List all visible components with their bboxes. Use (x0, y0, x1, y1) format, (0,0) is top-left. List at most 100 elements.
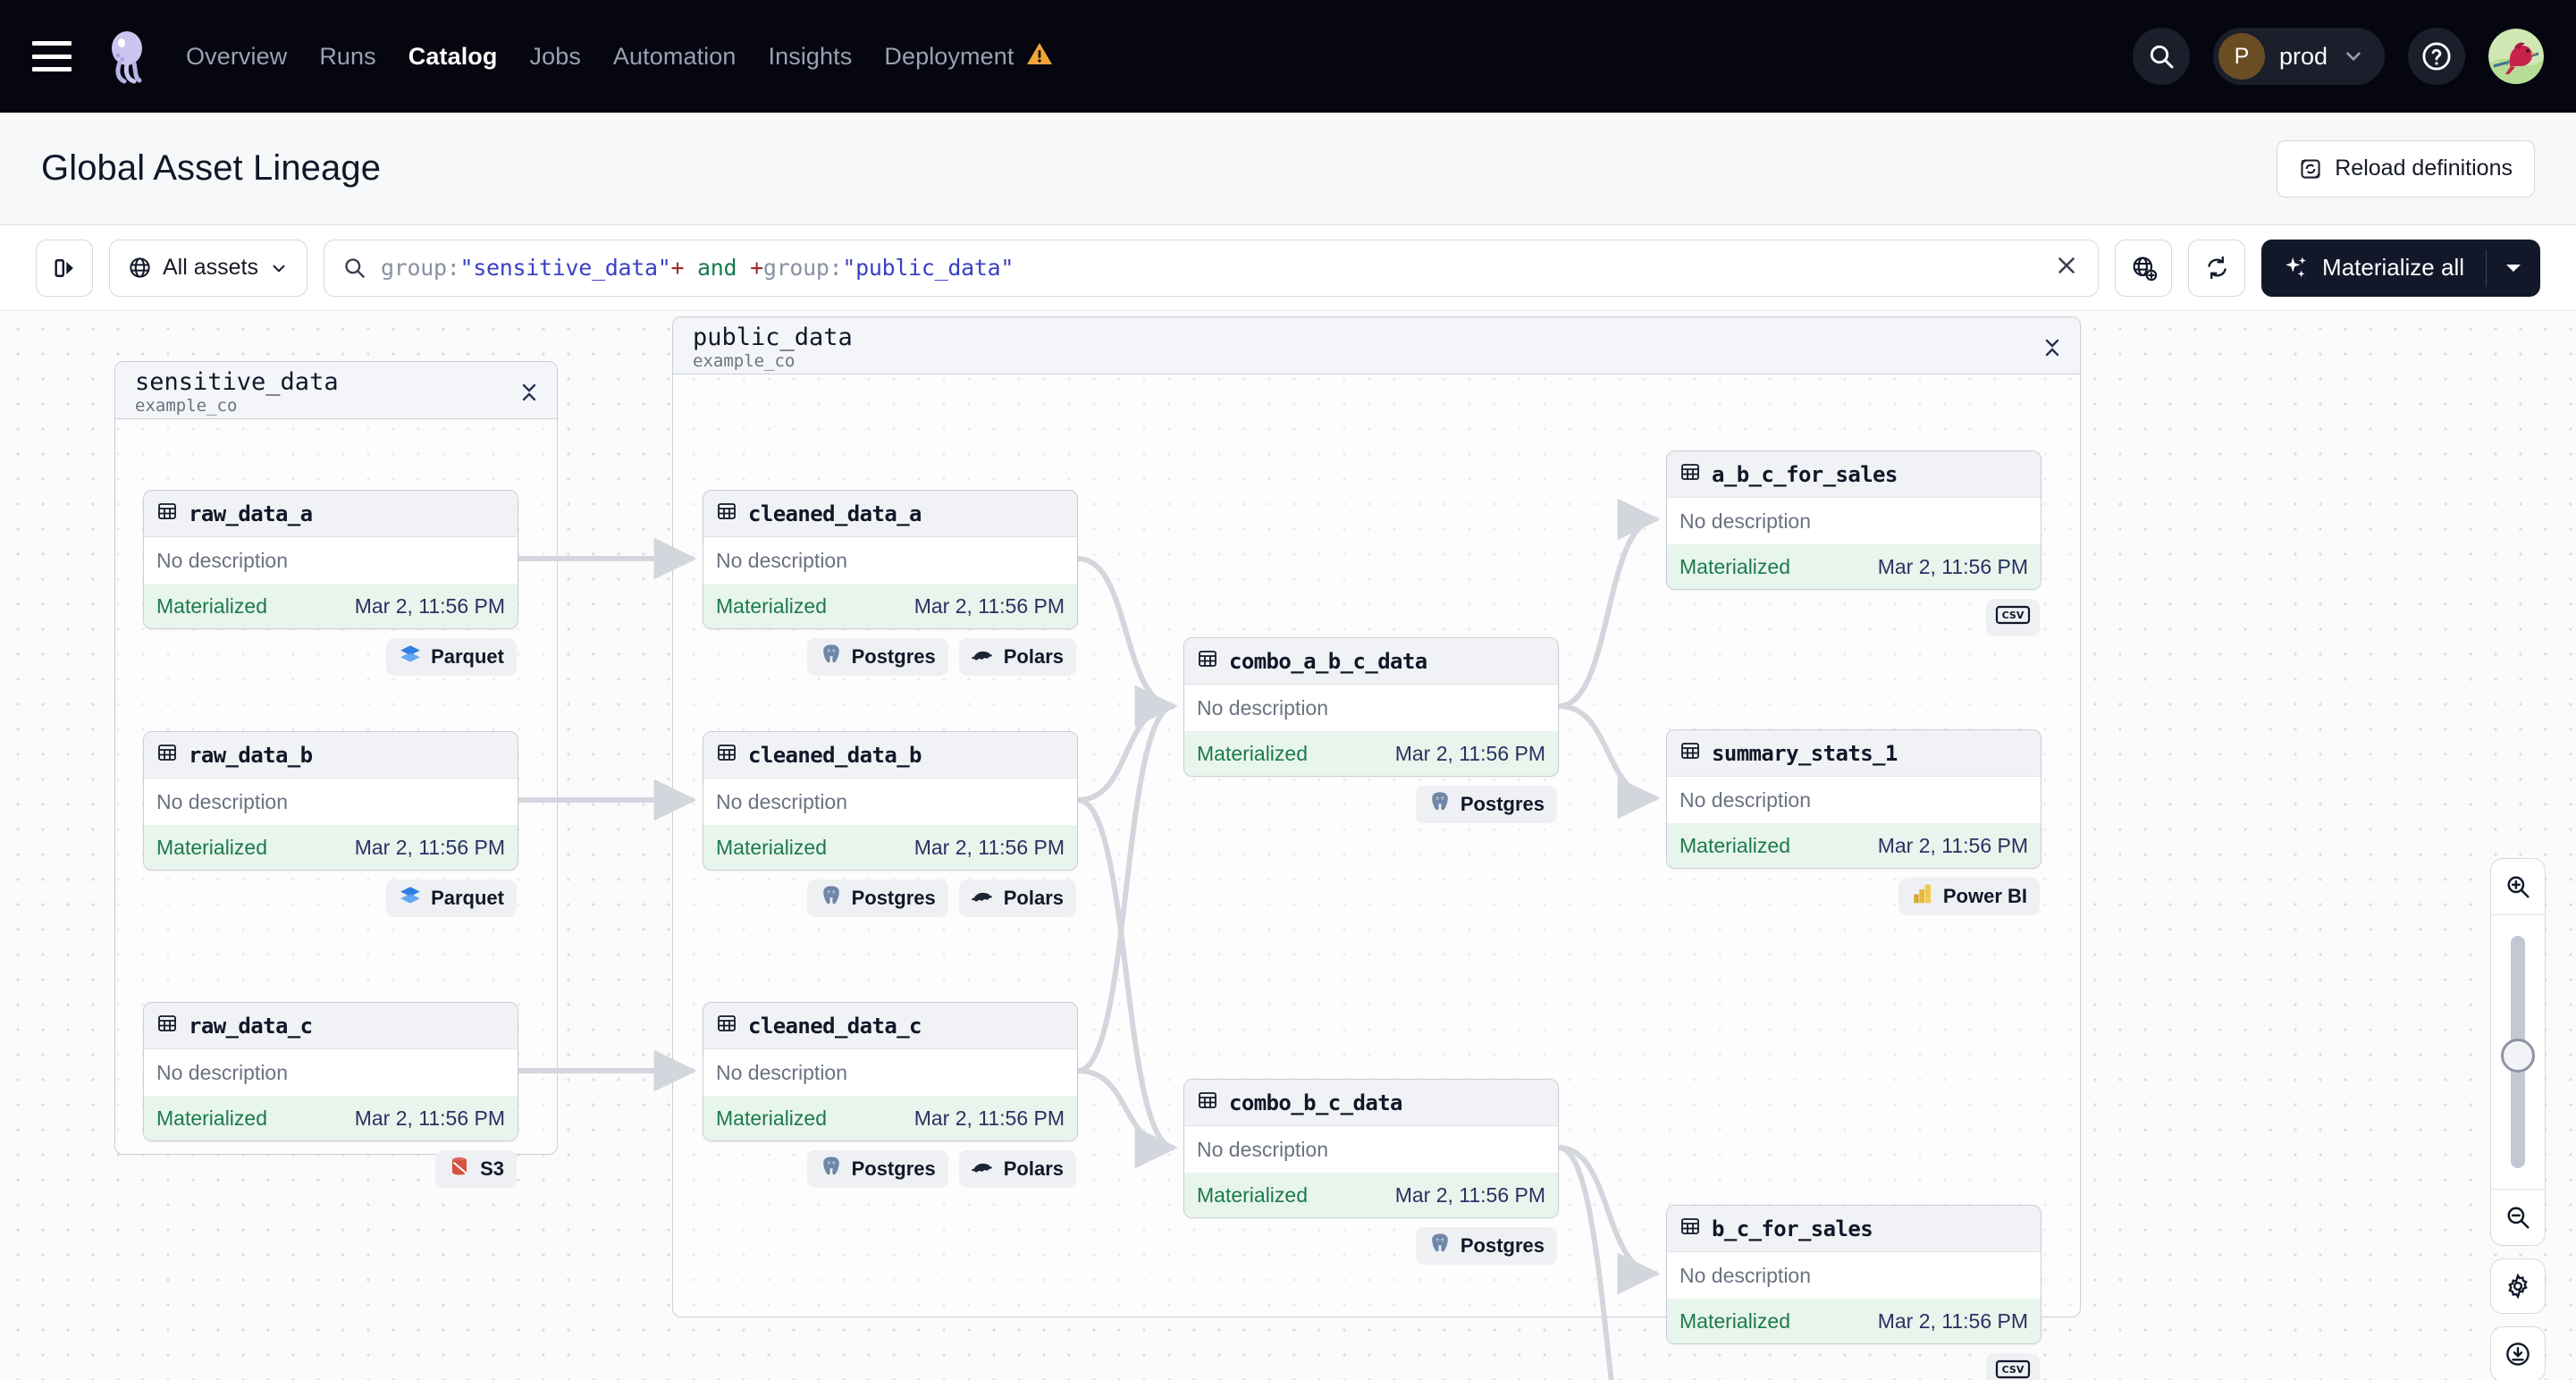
asset-tag-parquet[interactable]: Parquet (386, 638, 517, 676)
asset-node-card[interactable]: a_b_c_for_sales No description Materiali… (1666, 450, 2041, 590)
nav-item-catalog[interactable]: Catalog (408, 42, 498, 70)
zoom-slider-thumb[interactable] (2501, 1039, 2535, 1073)
status-badge: Materialized (156, 593, 267, 618)
nav-item-runs[interactable]: Runs (319, 42, 376, 70)
postgres-icon (820, 643, 843, 671)
global-search-button[interactable] (2132, 28, 2190, 85)
help-button[interactable] (2408, 28, 2465, 85)
hamburger-menu-icon[interactable] (32, 41, 72, 72)
table-icon (1197, 648, 1218, 674)
lineage-graph-canvas[interactable]: sensitive_data example_co public_data ex… (0, 311, 2576, 1380)
asset-query-search-box[interactable]: group:"sensitive_data"+ and +group:"publ… (323, 239, 2100, 297)
materialize-all-button[interactable]: Materialize all (2261, 239, 2540, 297)
status-timestamp: Mar 2, 11:56 PM (354, 1106, 505, 1130)
nav-item-deployment-wrap[interactable]: Deployment (884, 42, 1053, 71)
clear-query-button[interactable] (2053, 252, 2080, 283)
materialize-dropdown-button[interactable] (2487, 240, 2540, 297)
collapse-group-button[interactable] (2042, 333, 2062, 365)
asset-tag-postgres[interactable]: Postgres (806, 879, 948, 917)
dagster-logo-icon[interactable] (100, 29, 156, 84)
add-global-filter-button[interactable] (2115, 239, 2173, 297)
asset-tag-polars[interactable]: Polars (958, 638, 1076, 676)
csv-icon: CSV (1995, 603, 2031, 632)
nav-item-insights[interactable]: Insights (768, 42, 853, 70)
status-badge: Materialized (1197, 1182, 1308, 1207)
asset-node-card[interactable]: combo_a_b_c_data No description Material… (1183, 637, 1559, 777)
reload-definitions-label: Reload definitions (2335, 156, 2513, 181)
asset-node-description: No description (1184, 1126, 1558, 1173)
asset-node-card[interactable]: b_c_for_sales No description Materialize… (1666, 1205, 2041, 1344)
asset-node-card[interactable]: combo_b_c_data No description Materializ… (1183, 1079, 1559, 1218)
fit-to-screen-button[interactable] (2490, 1326, 2546, 1380)
asset-node-cleaned_data_c[interactable]: cleaned_data_c No description Materializ… (703, 1002, 1078, 1188)
asset-node-header: raw_data_c (144, 1003, 518, 1049)
sidebar-toggle-button[interactable] (36, 239, 93, 297)
status-badge: Materialized (716, 835, 827, 859)
download-circle-icon (2506, 1342, 2530, 1366)
asset-node-header: raw_data_b (144, 732, 518, 778)
asset-tag-polars[interactable]: Polars (958, 1150, 1076, 1188)
asset-tag-postgres[interactable]: Postgres (1415, 786, 1557, 823)
asset-tag-postgres[interactable]: Postgres (806, 1150, 948, 1188)
asset-node-status-row: Materialized Mar 2, 11:56 PM (1667, 544, 2041, 589)
lineage-toolbar: All assets group:"sensitive_data"+ and +… (0, 225, 2576, 311)
zoom-out-button[interactable] (2491, 1190, 2545, 1245)
reload-definitions-button[interactable]: Reload definitions (2277, 139, 2535, 198)
asset-node-b_c_for_sales[interactable]: b_c_for_sales No description Materialize… (1666, 1205, 2041, 1380)
nav-item-deployment[interactable]: Deployment (884, 42, 1014, 70)
asset-tag-postgres[interactable]: Postgres (1415, 1227, 1557, 1265)
asset-node-card[interactable]: summary_stats_1 No description Materiali… (1666, 729, 2041, 869)
asset-node-header: b_c_for_sales (1667, 1206, 2041, 1252)
asset-node-card[interactable]: cleaned_data_a No description Materializ… (703, 490, 1078, 629)
asset-tag-s3[interactable]: S3 (435, 1150, 517, 1188)
query-token: + (670, 255, 685, 281)
panel-expand-icon (55, 258, 73, 277)
asset-query-input[interactable]: group:"sensitive_data"+ and +group:"publ… (381, 255, 1014, 281)
asset-node-card[interactable]: cleaned_data_c No description Materializ… (703, 1002, 1078, 1141)
graph-settings-button[interactable] (2490, 1258, 2546, 1314)
table-icon (156, 1013, 178, 1039)
asset-node-raw_data_b[interactable]: raw_data_b No description Materialized M… (143, 731, 518, 917)
asset-tag-csv[interactable]: CSV (1986, 1353, 2040, 1380)
asset-node-name: combo_a_b_c_data (1229, 648, 1427, 674)
asset-node-status-row: Materialized Mar 2, 11:56 PM (1667, 1299, 2041, 1343)
asset-tag-powerbi[interactable]: Power BI (1898, 878, 2040, 915)
zoom-in-button[interactable] (2491, 859, 2545, 914)
asset-node-status-row: Materialized Mar 2, 11:56 PM (144, 584, 518, 628)
nav-item-jobs[interactable]: Jobs (529, 42, 581, 70)
asset-node-description: No description (1667, 498, 2041, 544)
asset-node-combo_b_c_data[interactable]: combo_b_c_data No description Materializ… (1183, 1079, 1559, 1265)
collapse-icon (522, 383, 536, 401)
asset-node-card[interactable]: cleaned_data_b No description Materializ… (703, 731, 1078, 871)
status-timestamp: Mar 2, 11:56 PM (1877, 554, 2028, 578)
materialize-all-main[interactable]: Materialize all (2261, 240, 2486, 297)
asset-node-summary_stats_1[interactable]: summary_stats_1 No description Materiali… (1666, 729, 2041, 915)
top-navigation-bar: Overview Runs Catalog Jobs Automation In… (0, 0, 2576, 113)
asset-tag-csv[interactable]: CSV (1986, 599, 2040, 636)
collapse-group-button[interactable] (519, 378, 539, 409)
table-icon (156, 501, 178, 526)
asset-tag-postgres[interactable]: Postgres (806, 638, 948, 676)
asset-node-card[interactable]: raw_data_a No description Materialized M… (143, 490, 518, 629)
asset-tag-polars[interactable]: Polars (958, 879, 1076, 917)
zoom-slider[interactable] (2491, 915, 2545, 1189)
asset-group-name: public_data (693, 324, 853, 351)
postgres-icon (1428, 790, 1452, 819)
refresh-button[interactable] (2188, 239, 2246, 297)
asset-node-cleaned_data_a[interactable]: cleaned_data_a No description Materializ… (703, 490, 1078, 676)
globe-icon (130, 257, 150, 278)
asset-scope-selector[interactable]: All assets (109, 239, 307, 297)
asset-node-raw_data_c[interactable]: raw_data_c No description Materialized M… (143, 1002, 518, 1188)
asset-tag-parquet[interactable]: Parquet (386, 879, 517, 917)
asset-node-card[interactable]: raw_data_b No description Materialized M… (143, 731, 518, 871)
user-avatar[interactable] (2488, 29, 2544, 84)
asset-node-raw_data_a[interactable]: raw_data_a No description Materialized M… (143, 490, 518, 676)
asset-node-combo_a_b_c_data[interactable]: combo_a_b_c_data No description Material… (1183, 637, 1559, 823)
deployment-switcher[interactable]: P prod (2212, 28, 2385, 85)
asset-node-card[interactable]: raw_data_c No description Materialized M… (143, 1002, 518, 1141)
status-timestamp: Mar 2, 11:56 PM (913, 593, 1065, 618)
nav-item-automation[interactable]: Automation (612, 42, 737, 70)
nav-item-overview[interactable]: Overview (186, 42, 288, 70)
asset-node-a_b_c_for_sales[interactable]: a_b_c_for_sales No description Materiali… (1666, 450, 2041, 636)
asset-node-cleaned_data_b[interactable]: cleaned_data_b No description Materializ… (703, 731, 1078, 917)
